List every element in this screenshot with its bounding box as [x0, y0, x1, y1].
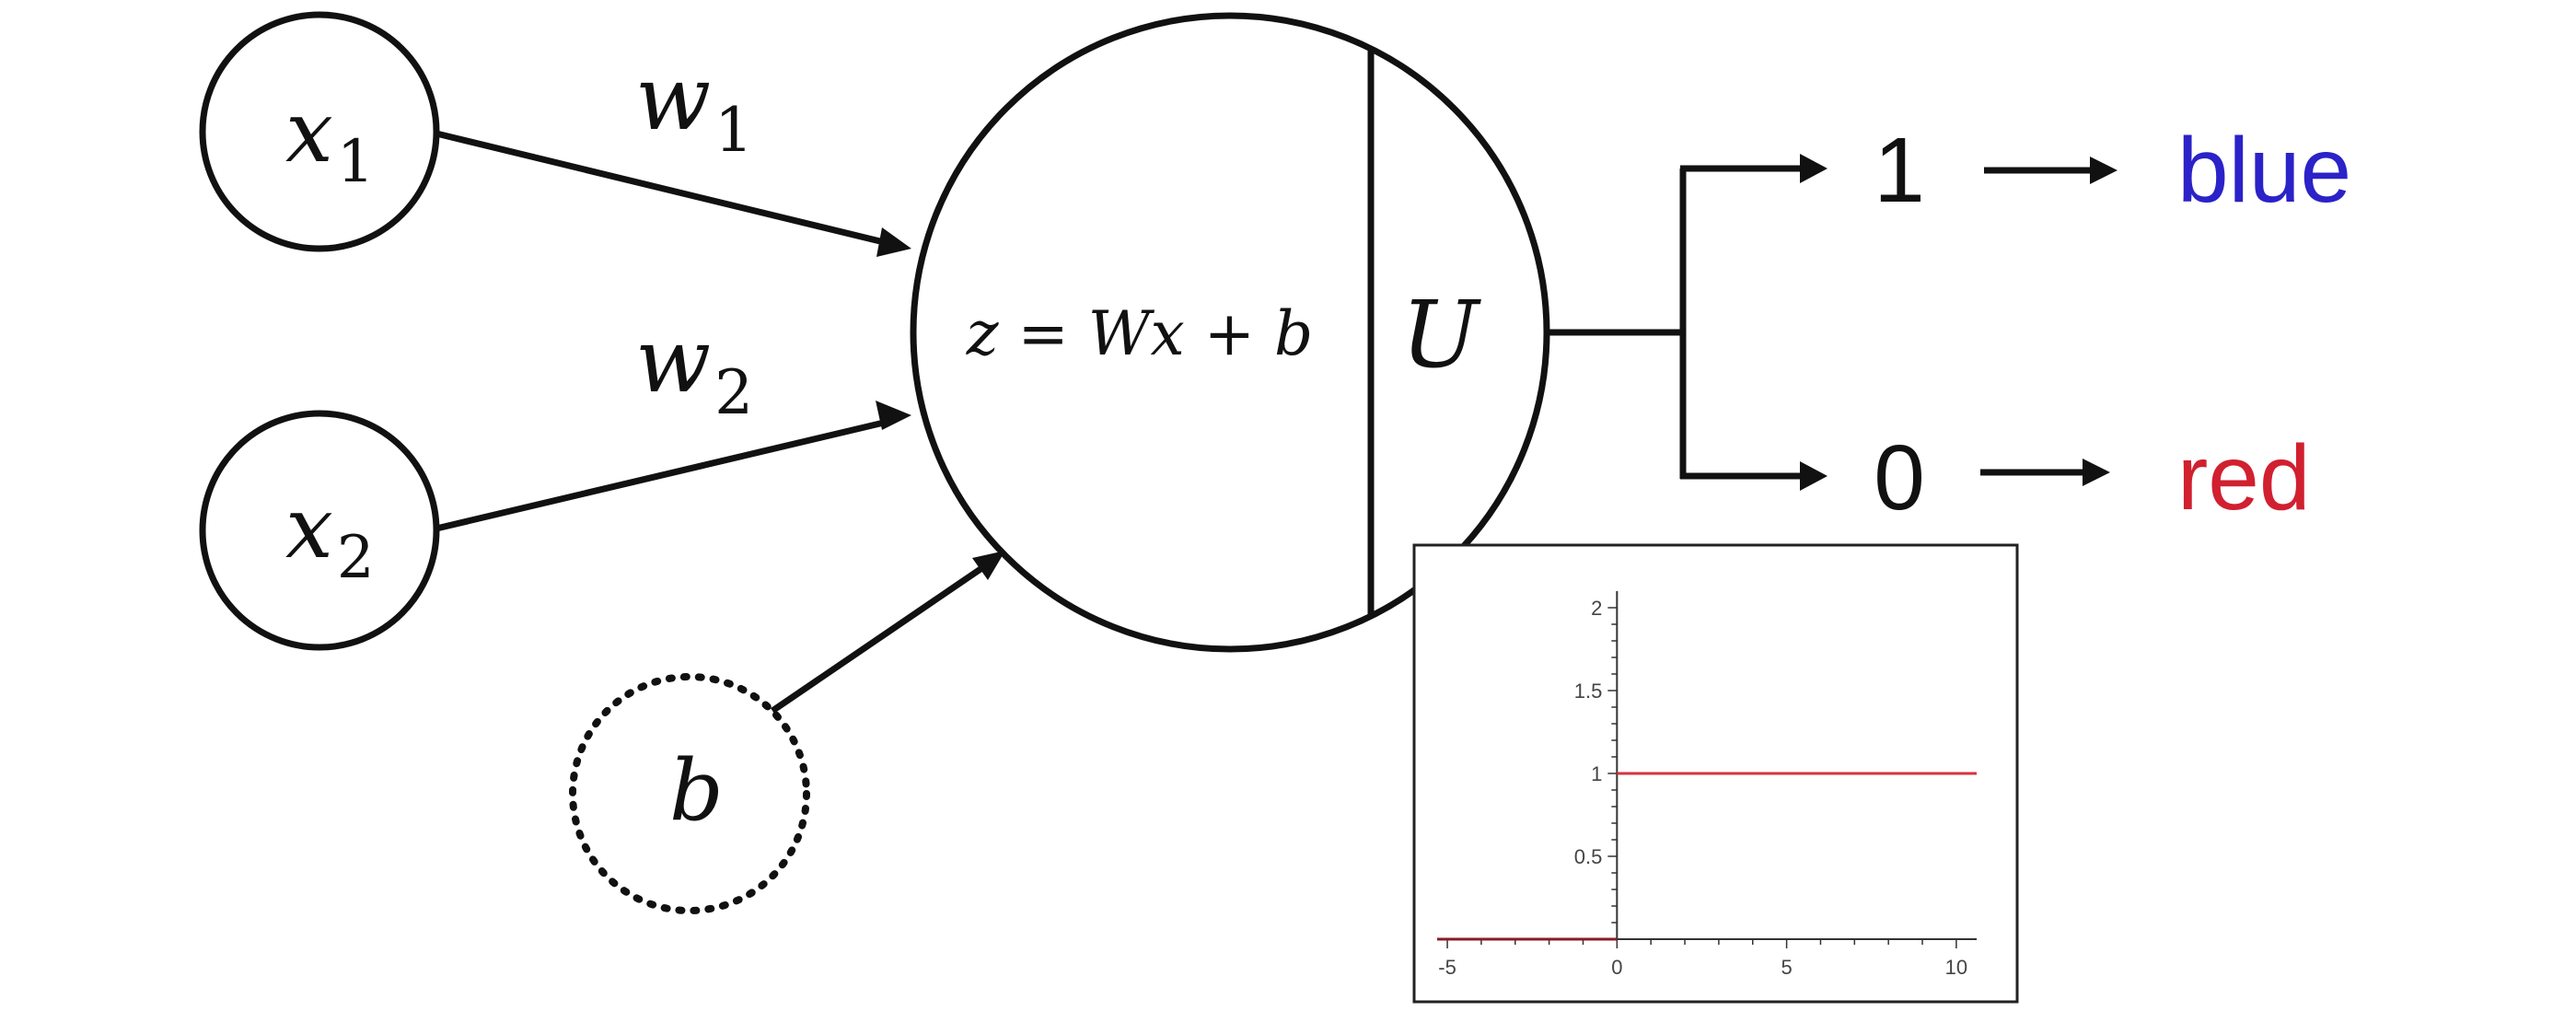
output-label-red: red — [2177, 426, 2311, 529]
output-row-1: 1 blue — [1874, 119, 2351, 222]
arrow-to-blue — [2090, 157, 2118, 184]
chart-ticks: -5 0 5 10 0.5 1 1.5 2 — [1438, 597, 1967, 979]
input-label-x1: x1 — [285, 83, 375, 196]
input-node-x1: x1 — [199, 11, 440, 252]
x-tick-label: 0 — [1611, 956, 1622, 979]
input-node-x2: x2 — [199, 410, 440, 651]
weight-label-w2: w2 — [635, 309, 753, 428]
y-tick-label: 1 — [1591, 762, 1602, 785]
x-tick-label: 10 — [1945, 956, 1967, 979]
step-function-chart: -5 0 5 10 0.5 1 1.5 2 — [1412, 543, 2019, 1004]
output-value-0: 0 — [1874, 426, 1925, 529]
output-row-0: 0 red — [1874, 426, 2310, 529]
x-tick-label: 5 — [1781, 956, 1792, 979]
bias-node: b — [569, 673, 810, 914]
input-label-x2: x2 — [285, 479, 375, 592]
arrow-to-red — [2083, 459, 2110, 486]
y-tick-label: 2 — [1591, 597, 1602, 620]
y-tick-label: 0.5 — [1574, 845, 1603, 868]
arrow-x2-to-neuron — [435, 401, 911, 532]
chart-series — [1437, 772, 1977, 941]
neuron: z = Wx + b U — [910, 12, 1550, 653]
bias-circle — [569, 673, 810, 914]
output-branch — [1547, 154, 1828, 491]
output-value-1: 1 — [1874, 119, 1925, 222]
input-circle-x2 — [199, 410, 440, 651]
y-tick-label: 1.5 — [1574, 680, 1603, 703]
bias-label: b — [669, 741, 724, 840]
arrow-bias-to-neuron — [771, 551, 1005, 714]
neuron-equation: z = Wx + b — [966, 298, 1314, 369]
x-tick-label: -5 — [1438, 956, 1456, 979]
arrow-x1-to-neuron — [435, 130, 911, 257]
activation-label: U — [1401, 281, 1482, 389]
weight-label-w1: w1 — [635, 47, 753, 166]
input-circle-x1 — [199, 11, 440, 252]
output-label-blue: blue — [2177, 119, 2351, 222]
